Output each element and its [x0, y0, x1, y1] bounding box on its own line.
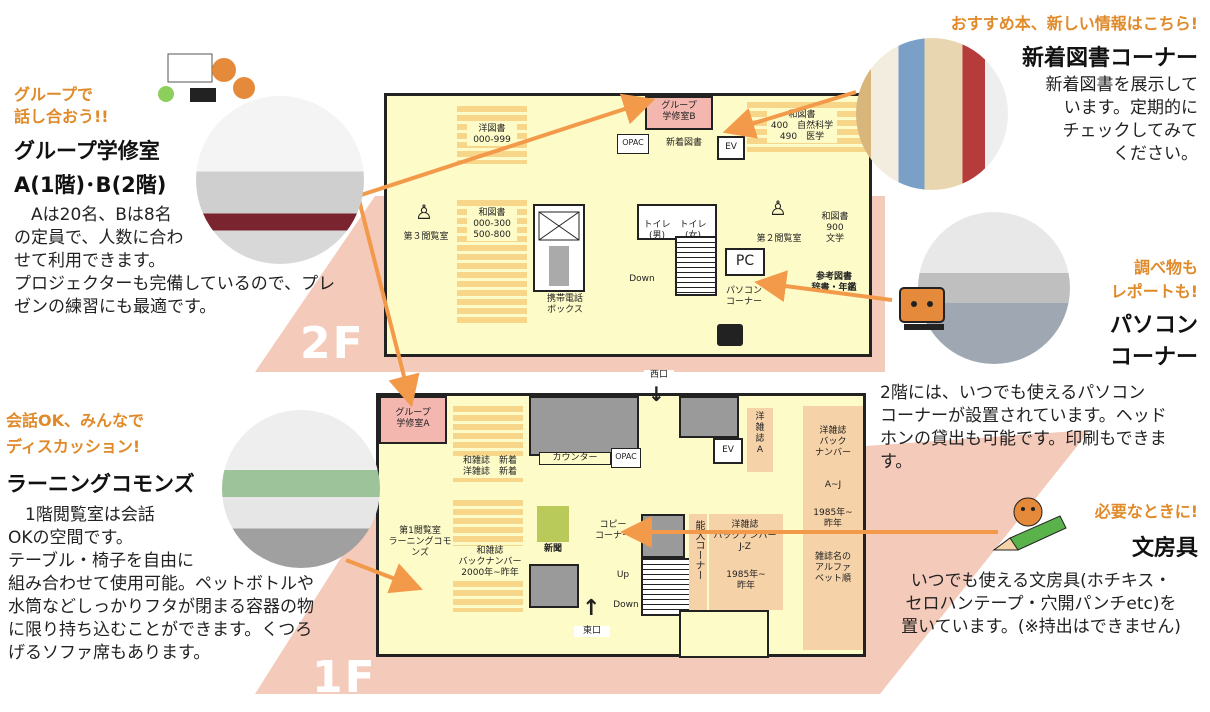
opac-terminal-1f: OPAC	[611, 448, 641, 468]
science-books: 和図書 400 自然科学 490 医学	[767, 110, 837, 143]
group-callout-body: Aは20名、Bは8名 の定員で、人数に合わ せて利用できます。 プロジェクターも…	[14, 205, 336, 317]
stationery-callout-body: いつでも使える文房具(ホチキス・ セロハンテープ・穴開パンチetc)を 置いてい…	[901, 571, 1181, 637]
magazine-alphabetical: 雑誌名の アルファ ベット順	[814, 552, 851, 584]
elevator-box	[533, 204, 585, 292]
noudai-corner	[689, 514, 707, 610]
pc-corner-label: パソコン コーナー	[725, 286, 762, 307]
floor-label-1f: 1F	[312, 652, 377, 703]
east-gate-arrow: ↑	[582, 596, 601, 621]
stationery-callout-title: 文房具	[1131, 536, 1198, 561]
counter[interactable]: カウンター	[539, 452, 611, 465]
western-back-numbers: 洋雑誌 バック ナンバー	[814, 426, 851, 458]
learning-commons-photo	[222, 410, 380, 568]
stairs-down-2f: Down	[629, 274, 655, 284]
floor-label-2f: 2F	[300, 318, 365, 369]
noudai-corner-label: 能大コーナー	[693, 520, 704, 580]
pc-corner-photo	[918, 212, 1070, 364]
floor-1f-map: グループ 学修室A 和雑誌 新着 洋雑誌 新着 カウンター OPAC EV 洋 …	[376, 393, 866, 658]
phone-booth: 携帯電話 ボックス	[546, 294, 583, 315]
east-block	[679, 396, 739, 438]
new-books-2f: 新着図書	[665, 138, 702, 148]
bear-group-illustration	[150, 48, 260, 104]
opac-terminal-2f: OPAC	[617, 134, 649, 154]
newspaper: 新聞	[543, 544, 562, 554]
range-1985: 1985年~ 昨年	[813, 508, 853, 529]
wb-jz: 洋雑誌 バックナンバー J-Z	[713, 520, 777, 552]
staircase-2f	[675, 236, 717, 296]
western-magazines-a	[747, 408, 773, 472]
range-a-j: A~J	[824, 480, 842, 490]
stairs-up-1f: Up	[616, 570, 630, 580]
pc-bear-icon	[896, 282, 948, 332]
commons-callout-body: 1階閲覧室は会話 OKの空間です。 テーブル・椅子を自由に 組み合わせて使用可能…	[8, 505, 314, 663]
stationery-callout-tag: 必要なときに!	[1094, 502, 1198, 521]
pc-callout-body: 2階には、いつでも使えるパソコン コーナーが設置されています。ヘッド ホンの貸出…	[880, 383, 1167, 472]
reading-room-3-icon: ♙	[415, 200, 433, 224]
printer-icon	[717, 324, 743, 346]
commons-callout-tag: 会話OK、みんなで ディスカッション!	[6, 411, 145, 456]
group-callout-title: グループ学修室 A(1階)･B(2階)	[14, 139, 167, 197]
staircase-1f	[641, 558, 691, 616]
back-numbers-column	[803, 406, 863, 650]
stairs-down-1f: Down	[613, 600, 639, 610]
pc-callout-tag: 調べ物も レポートも!	[1110, 258, 1198, 301]
new-books-photo	[856, 38, 1008, 190]
copy-corner: コピー コーナー	[594, 520, 631, 541]
western-books-label: 洋図書 000-999	[467, 124, 517, 146]
group-room-photo	[196, 96, 364, 264]
south-block	[679, 610, 769, 658]
western-magazines-a-label: 洋 雑 誌 A	[755, 412, 765, 455]
wb-jz-range: 1985年~ 昨年	[726, 570, 766, 591]
japanese-books-label: 和図書 000-300 500-800	[467, 208, 517, 241]
east-gate[interactable]: 東口	[574, 626, 610, 637]
reading-room-2: 第２閲覧室	[756, 234, 802, 244]
literature-books: 和図書 900 文学	[821, 212, 849, 244]
pencil-bear-illustration	[990, 494, 1070, 556]
toilet-men: トイレ(男)	[643, 220, 671, 241]
group-callout-tag: グループで 話し合おう!!	[14, 85, 109, 126]
newspaper-rack	[537, 506, 569, 542]
elevator-1f: EV	[713, 438, 743, 464]
elevator-2f: EV	[717, 136, 745, 160]
learning-commons[interactable]: 第1閲覧室 ラーニングコモンズ	[388, 526, 452, 558]
west-block	[529, 564, 579, 608]
floor-2f-map: グループ 学修室B 洋図書 000-999 和図書 000-300 500-80…	[384, 93, 872, 357]
jp-back-numbers: 和雑誌 バックナンバー 2000年~昨年	[449, 546, 531, 579]
new-books-callout-body: 新着図書を展示して います。定期的に チェックしてみて ください。	[1045, 75, 1199, 164]
group-study-room-b[interactable]: グループ 学修室B	[645, 96, 713, 130]
reference-books: 参考図書 辞書・年鑑	[811, 272, 857, 293]
new-magazines: 和雑誌 新着 洋雑誌 新着	[453, 456, 527, 478]
new-books-callout-title: 新着図書コーナー	[1021, 46, 1198, 71]
new-books-callout-tag: おすすめ本、新しい情報はこちら!	[950, 14, 1198, 33]
reading-room-2-icon: ♙	[769, 196, 787, 220]
commons-callout-title: ラーニングコモンズ	[6, 472, 195, 496]
pc-callout-title: パソコン コーナー	[1109, 313, 1198, 370]
west-gate[interactable]: 西口	[644, 370, 674, 381]
reading-room-3: 第３閲覧室	[403, 232, 449, 242]
west-gate-arrow: ↓	[648, 382, 665, 406]
